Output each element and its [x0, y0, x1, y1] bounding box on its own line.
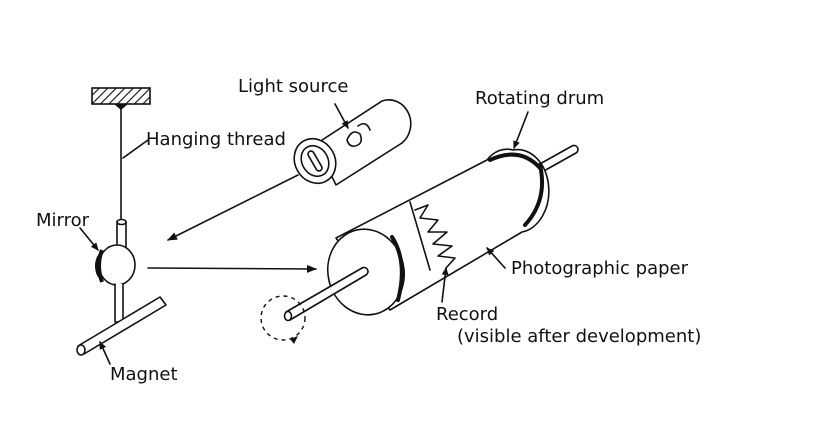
label-record-note: (visible after development) [457, 326, 702, 347]
incident-light-beam [167, 174, 299, 241]
reflected-light-beam [147, 264, 317, 273]
drum-axle-left [283, 266, 369, 322]
label-hanging-thread: Hanging thread [146, 129, 286, 150]
ceiling-support [91, 87, 151, 110]
rotation-indicator [260, 295, 306, 344]
leader-record [441, 267, 449, 303]
label-photographic-paper: Photographic paper [511, 258, 689, 279]
leader-mirror [79, 227, 99, 251]
mirror-lower-post [114, 283, 124, 323]
label-mirror: Mirror [36, 210, 90, 231]
label-rotating-drum: Rotating drum [475, 88, 605, 109]
label-record: Record [436, 304, 499, 325]
photographic-paper-edge [409, 201, 431, 271]
rotating-drum [326, 148, 550, 316]
light-source-body [293, 99, 412, 186]
magnet-bar [76, 296, 167, 356]
record-trace [414, 204, 456, 269]
leader-magnet [99, 341, 111, 365]
drum-axle-right [537, 144, 579, 173]
leader-light-source [334, 103, 349, 129]
leader-photographic-paper [486, 247, 506, 269]
mirror [95, 244, 136, 286]
mirror-upper-post [116, 218, 127, 249]
leader-hanging-thread [122, 139, 149, 159]
label-magnet: Magnet [110, 364, 178, 385]
leader-rotating-drum [513, 111, 529, 149]
label-light-source: Light source [238, 76, 349, 97]
